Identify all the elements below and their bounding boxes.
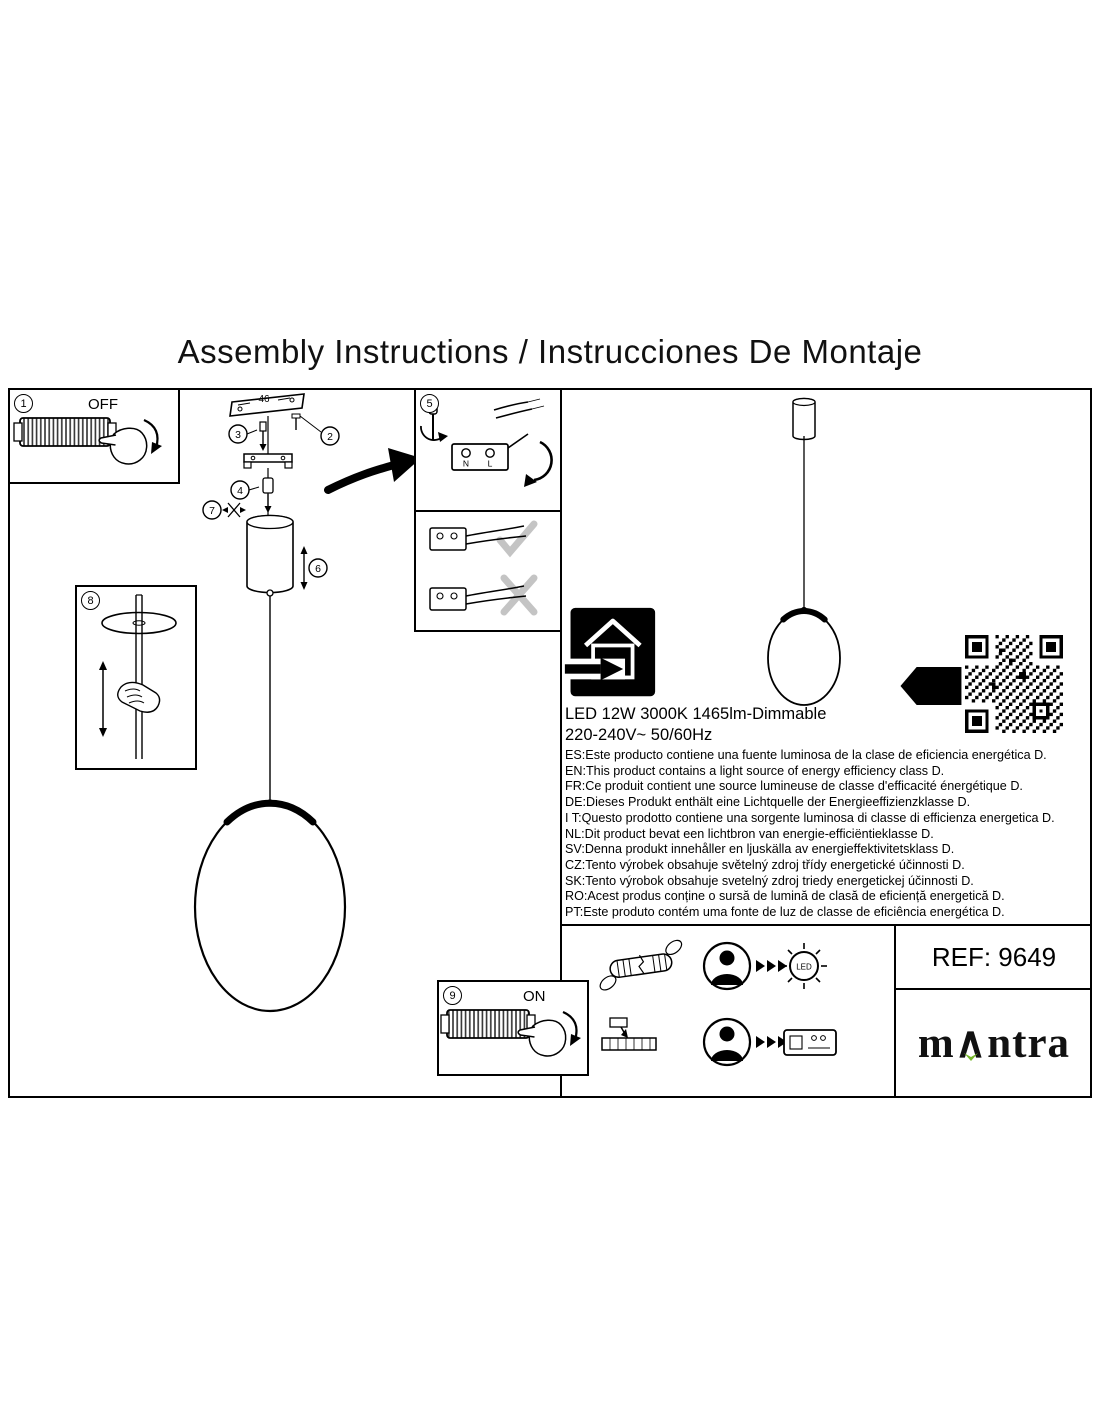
energy-class-letter: D [925, 674, 944, 702]
pendant-lamp-illustration [767, 397, 841, 706]
led-label: LED [796, 963, 812, 972]
check-mark [496, 520, 538, 558]
lang-line-sv: SV:Denna produkt innehåller en ljuskälla… [565, 842, 955, 857]
step-2-number: 2 [327, 431, 333, 443]
service-person-icon [702, 941, 752, 991]
panel-step-5: 5 N L [414, 388, 562, 512]
step-4-number: 4 [237, 485, 243, 497]
pendant-ring [767, 610, 841, 706]
wiring-ok-notok-illustration [429, 520, 538, 616]
brand-logo: m∧ntra [896, 990, 1092, 1096]
lang-line-nl: NL:Dit product bevat een lichtbron van e… [565, 826, 934, 841]
lang-line-pt: PT:Este produto contém uma fonte de luz … [565, 905, 1005, 920]
divider-vertical-ref [894, 924, 896, 1098]
step-2-callout [320, 426, 340, 446]
energy-class-arrow: D [900, 666, 962, 706]
step-3-number: 3 [235, 429, 241, 441]
switch-off-illustration [13, 417, 162, 465]
panel-step-1: 1 OFF [8, 388, 180, 484]
rod-adjust-illustration [99, 594, 177, 759]
insert-arrow [533, 440, 553, 482]
fixture-icon [601, 1017, 657, 1051]
step-7-callout [202, 500, 222, 520]
divider-horizontal-bottom [560, 924, 1092, 926]
lang-line-sk: SK:Tento výrobok obsahuje svetelný zdroj… [565, 873, 974, 888]
switch-on-illustration [440, 1009, 581, 1057]
lang-line-it: I T:Questo prodotto contiene una sorgent… [565, 810, 1055, 825]
sequence-arrows-icon-2 [756, 1036, 787, 1048]
step-1-badge: 1 [14, 394, 33, 413]
terminal-l-label: L [488, 459, 493, 469]
panel-wiring-ok-notok [414, 510, 562, 632]
detail-arrow [324, 461, 398, 494]
panel-step-8: 8 [75, 585, 197, 770]
spec-block: LED 12W 3000K 1465lm-Dimmable 220-240V~ … [565, 704, 826, 746]
qr-code [965, 635, 1063, 733]
led-light-source-icon: LED [781, 943, 827, 989]
spec-power: LED 12W 3000K 1465lm-Dimmable [565, 705, 827, 723]
lang-line-cz: CZ:Tento výrobek obsahuje světelný zdroj… [565, 857, 965, 872]
oval-ring-led-arc [223, 799, 317, 826]
step-9-badge: 9 [443, 986, 462, 1005]
on-label: ON [523, 988, 546, 1005]
lang-line-ro: RO:Acest produs conține o sursă de lumin… [565, 889, 1005, 904]
light-source-house-icon [563, 607, 656, 697]
broken-led-icon [599, 939, 683, 991]
lang-line-es: ES:Este producto contiene una fuente lum… [565, 748, 1047, 762]
lang-line-de: DE:Dieses Produkt enthält eine Lichtquel… [565, 795, 971, 810]
step-5-badge: 5 [420, 394, 439, 413]
junction-box-notok [429, 587, 467, 611]
ceiling-plate [229, 393, 305, 417]
step-8-badge: 8 [81, 591, 100, 610]
step-7-number: 7 [209, 505, 215, 517]
wiring-detail-illustration: N L [420, 397, 553, 487]
terminal-block [451, 443, 509, 471]
step-6-callout [308, 558, 328, 578]
language-block: ES:Este producto contiene una fuente lum… [565, 748, 1092, 921]
hand-icon [109, 427, 148, 465]
junction-box-ok [429, 527, 467, 551]
dimension-label: 46 [258, 394, 270, 405]
rocker-switch [446, 1009, 530, 1039]
oval-ring [193, 801, 347, 1013]
brand-text-rest: ntra [987, 1020, 1071, 1067]
reference-number: REF: 9649 [931, 941, 1057, 972]
hand-icon [528, 1019, 567, 1057]
service-pictograms: LED [599, 939, 837, 1067]
lang-line-fr: FR:Ce produit contient une source lumine… [565, 779, 1023, 794]
assembly-exploded-diagram: 46 2 3 4 7 [193, 393, 421, 1013]
off-label: OFF [88, 396, 118, 413]
spec-voltage: 220-240V~ 50/60Hz [565, 726, 713, 744]
brand-green-mark [963, 1053, 978, 1061]
rocker-switch [19, 417, 111, 447]
hand-icon [117, 681, 161, 713]
step-6-number: 6 [315, 563, 321, 575]
panel-step-9: 9 ON [437, 980, 589, 1076]
stripped-wires [493, 401, 529, 411]
service-person-icon-2 [702, 1017, 752, 1067]
lang-line-en: EN:This product contains a light source … [565, 763, 945, 778]
page-title: Assembly Instructions / Instrucciones De… [177, 333, 923, 370]
led-driver-icon [783, 1029, 837, 1056]
brand-text-m: m [917, 1020, 955, 1067]
pendant-ring-led-arc [780, 608, 828, 623]
terminal-n-label: N [463, 459, 469, 469]
divider-vertical-main [560, 388, 562, 1098]
divider-horizontal-ref [894, 988, 1092, 990]
